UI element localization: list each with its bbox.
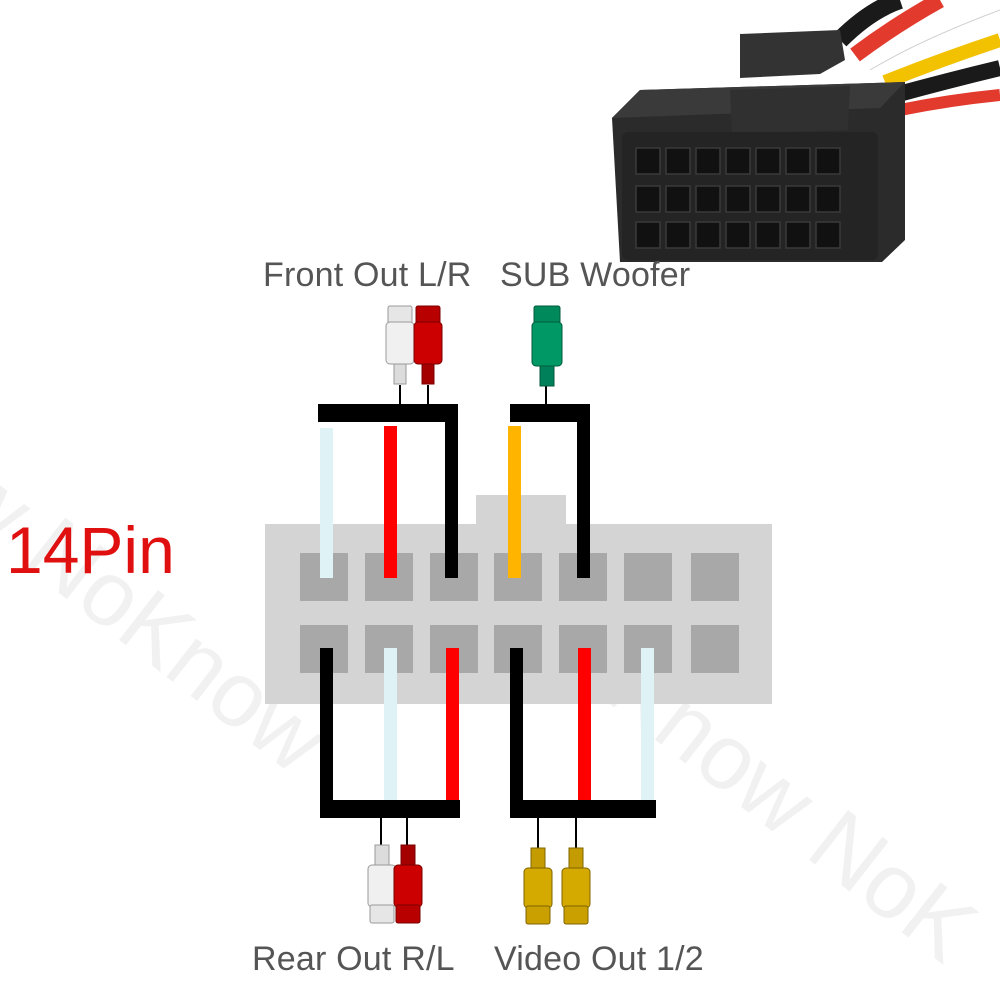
front-out-label: Front Out L/R [263, 256, 472, 294]
video-out-label: Video Out 1/2 [494, 940, 704, 978]
wire-red [446, 648, 459, 800]
rca-plug-video-2-yellow [561, 847, 591, 925]
wire-black [510, 800, 656, 818]
rca-plug-sub-woofer-green [531, 305, 563, 387]
connector-photo [612, 0, 1000, 262]
rca-plug-front-left-white [385, 305, 415, 385]
pin-slot [624, 553, 672, 601]
connector-photo-wires [833, 0, 1000, 116]
pin-count-label: 14Pin [6, 513, 175, 587]
rear-out-wiring [320, 648, 460, 845]
rca-plug-rear-right-white [367, 844, 397, 924]
wire-black [320, 648, 333, 818]
wire-light-blue [320, 428, 333, 578]
connector-photo-pin-slots [635, 147, 841, 249]
wire-black [445, 404, 458, 578]
rear-out-label: Rear Out R/L [252, 940, 455, 978]
wire-black [577, 404, 590, 578]
sub-woofer-label: SUB Woofer [500, 256, 691, 294]
wire-black [510, 648, 523, 818]
wire-black [320, 800, 460, 818]
wire-red [578, 648, 591, 800]
wire-black [318, 404, 458, 422]
rca-plug-rear-left-red [393, 844, 423, 924]
pin-slot [691, 625, 739, 673]
wire-black [510, 404, 590, 422]
rca-plug-video-1-yellow [523, 847, 553, 925]
wire-red [384, 426, 397, 578]
wire-light-blue [641, 648, 654, 800]
wire-orange [508, 426, 521, 578]
pin-slot [691, 553, 739, 601]
rca-plug-front-right-red [413, 305, 443, 385]
sub-woofer-wiring [508, 385, 590, 578]
wire-light-blue [384, 648, 397, 800]
front-out-wiring [318, 385, 458, 578]
video-out-wiring [510, 648, 656, 848]
